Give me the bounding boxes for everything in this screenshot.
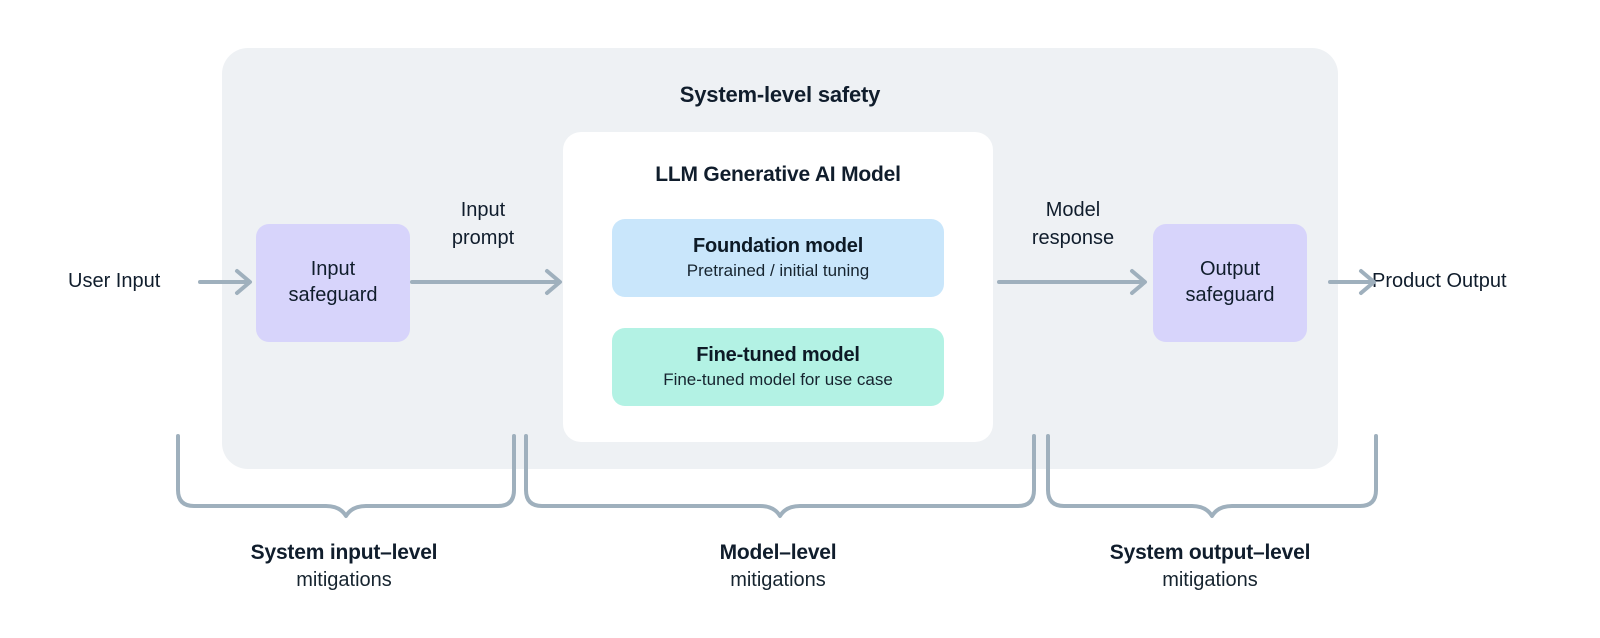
fine-tuned-model-subtitle: Fine-tuned model for use case: [663, 369, 893, 389]
output-safeguard-line2: safeguard: [1185, 284, 1275, 306]
input-safeguard-line2: safeguard: [288, 284, 378, 306]
product-output-label: Product Output: [1372, 270, 1507, 292]
input-safeguard-box: Input safeguard: [256, 224, 410, 342]
system-output-level-title: System output–level: [1109, 541, 1311, 564]
output-safeguard-box: Output safeguard: [1153, 224, 1307, 342]
arrow-output-safeguard-to-product: [1328, 269, 1376, 295]
system-input-level-title: System input–level: [250, 541, 438, 564]
model-level-title: Model–level: [719, 541, 837, 564]
foundation-model-title: Foundation model: [692, 234, 864, 257]
model-level-mitigations-label: Model–level mitigations: [598, 540, 958, 593]
foundation-model-subtitle: Pretrained / initial tuning: [686, 260, 870, 280]
system-level-safety-title: System-level safety: [679, 82, 881, 107]
input-prompt-line1: Input: [460, 199, 506, 221]
input-safeguard-line1: Input: [310, 258, 356, 281]
model-response-label: Model response: [993, 196, 1153, 253]
input-safeguard-label: Input safeguard: [289, 257, 378, 308]
system-output-level-subtitle: mitigations: [1162, 568, 1258, 591]
model-level-subtitle: mitigations: [730, 568, 826, 591]
brace-system-input-level: [176, 434, 516, 518]
output-safeguard-line1: Output: [1199, 258, 1261, 281]
system-input-level-subtitle: mitigations: [296, 568, 392, 591]
system-input-level-mitigations-label: System input–level mitigations: [164, 540, 524, 593]
system-output-level-mitigations-label: System output–level mitigations: [1030, 540, 1390, 593]
foundation-model-card: Foundation model Pretrained / initial tu…: [612, 219, 944, 297]
arrow-user-to-input-safeguard: [198, 269, 252, 295]
model-response-line1: Model: [1045, 199, 1101, 221]
brace-model-level: [524, 434, 1036, 518]
fine-tuned-model-title: Fine-tuned model: [696, 343, 860, 366]
fine-tuned-model-card: Fine-tuned model Fine-tuned model for us…: [612, 328, 944, 406]
output-safeguard-label: Output safeguard: [1186, 257, 1275, 308]
user-input-label: User Input: [68, 270, 161, 292]
arrow-model-to-output-safeguard: [997, 269, 1147, 295]
model-response-line2: response: [1031, 227, 1115, 250]
arrow-input-safeguard-to-model: [410, 269, 562, 295]
llm-model-panel-title: LLM Generative AI Model: [655, 163, 901, 186]
input-prompt-label: Input prompt: [403, 196, 563, 253]
input-prompt-line2: prompt: [451, 227, 515, 250]
brace-system-output-level: [1046, 434, 1378, 518]
